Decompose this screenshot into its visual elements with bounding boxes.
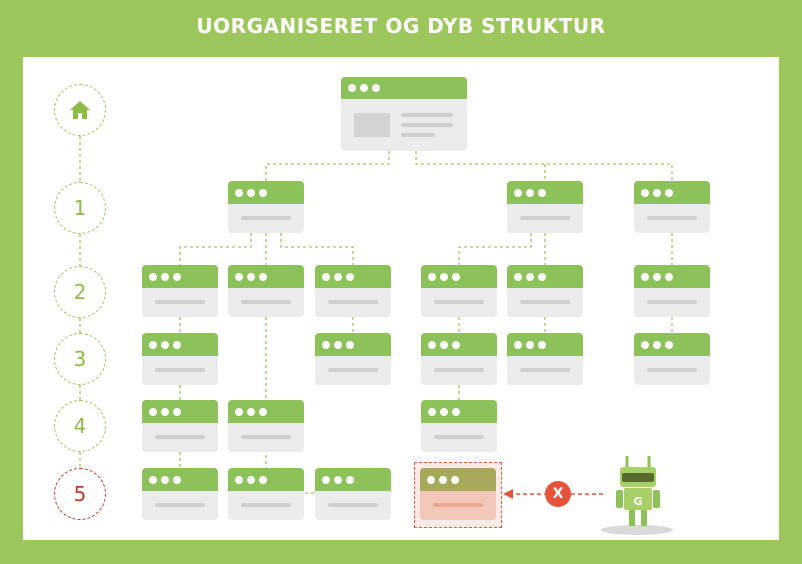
page-node — [507, 333, 583, 385]
level-home — [54, 84, 106, 136]
page-node — [634, 333, 710, 385]
search-robot-icon: G — [601, 456, 673, 535]
page-node — [142, 468, 218, 520]
page-node — [142, 265, 218, 317]
page-node — [228, 265, 304, 317]
page-node — [421, 333, 497, 385]
page-node — [507, 265, 583, 317]
level-4: 4 — [54, 400, 106, 452]
page-node — [228, 400, 304, 452]
blocked-x-icon: X — [545, 481, 571, 507]
page-node — [315, 468, 391, 520]
diagram-title: UORGANISERET OG DYB STRUKTUR — [196, 14, 606, 38]
level-3: 3 — [54, 333, 106, 385]
level-5: 5 — [54, 468, 106, 520]
page-node — [634, 181, 710, 233]
page-node — [228, 181, 304, 233]
level-1: 1 — [54, 182, 106, 234]
unreachable-page — [420, 468, 496, 520]
home-icon — [70, 101, 90, 119]
page-node — [142, 333, 218, 385]
page-node — [421, 265, 497, 317]
root-page — [341, 77, 467, 151]
level-2: 2 — [54, 266, 106, 318]
page-node — [315, 265, 391, 317]
page-node — [228, 468, 304, 520]
page-node — [634, 265, 710, 317]
page-node — [315, 333, 391, 385]
page-node — [142, 400, 218, 452]
robot-badge: G — [633, 495, 642, 508]
page-node — [421, 400, 497, 452]
page-node — [507, 181, 583, 233]
